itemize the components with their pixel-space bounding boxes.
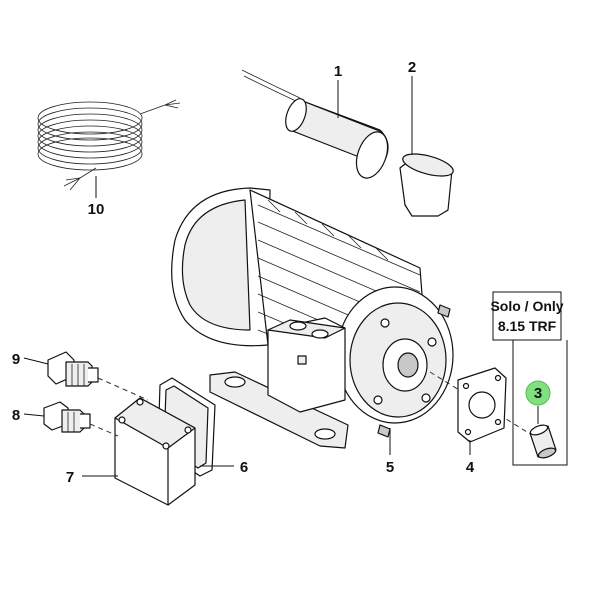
callout-3: 3 (534, 385, 542, 402)
cable-gland-lower-part[interactable] (43, 401, 91, 433)
callout-7: 7 (66, 469, 74, 486)
capacitor-clamp-part[interactable] (399, 150, 455, 217)
gland-upper-axis (97, 377, 149, 401)
callout-2: 2 (408, 59, 416, 76)
cable-coil-part[interactable] (37, 99, 181, 191)
callout-4: 4 (466, 459, 475, 476)
callout-3-highlight (525, 380, 551, 406)
callout-5: 5 (386, 459, 394, 476)
callout-6: 6 (240, 459, 248, 476)
note-line-2: 8.15 TRF (498, 318, 557, 334)
capacitor-part[interactable] (241, 69, 393, 182)
terminal-box-cover-part[interactable] (114, 397, 196, 506)
shaft-bushing-part[interactable] (529, 423, 557, 460)
gland-lower-axis (89, 423, 119, 437)
callout-9: 9 (12, 351, 20, 368)
flange-gasket-part[interactable] (457, 367, 507, 443)
callout-8: 8 (12, 407, 20, 424)
model-note-box: Solo / Only 8.15 TRF (490, 291, 568, 466)
electric-motor-assembly (171, 187, 454, 449)
callout-1: 1 (334, 63, 342, 80)
cable-gland-upper-part[interactable] (47, 351, 99, 387)
leader-line-8 (23, 413, 45, 417)
note-line-1: Solo / Only (490, 298, 563, 314)
leader-line-9 (23, 357, 49, 365)
callout-10: 10 (88, 201, 105, 218)
